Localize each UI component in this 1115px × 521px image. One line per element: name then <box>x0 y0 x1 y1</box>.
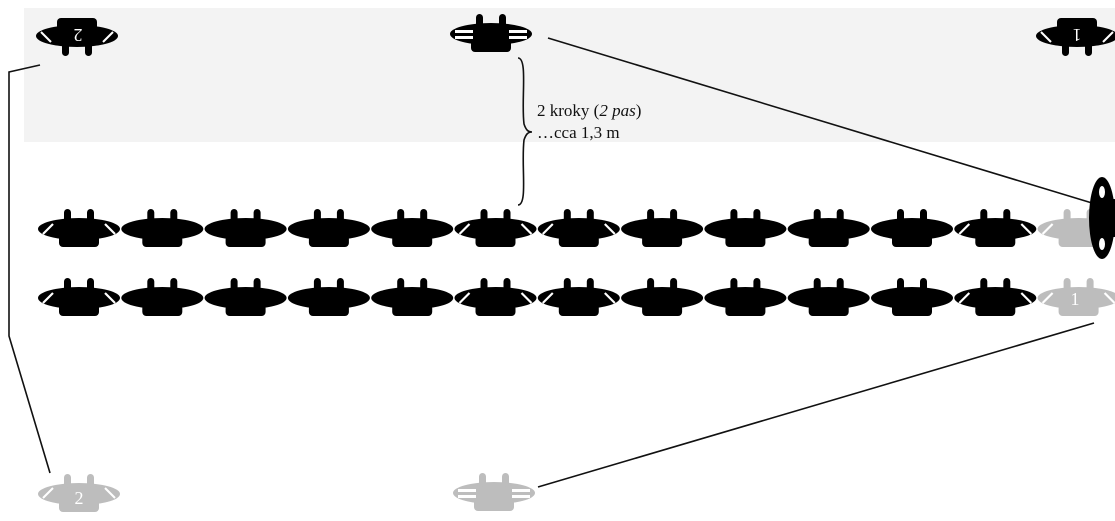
dancer <box>38 278 120 316</box>
dancer-row-1 <box>38 209 1115 247</box>
dancer <box>204 278 287 316</box>
dancer <box>454 209 537 247</box>
left-line <box>8 64 51 474</box>
dancer <box>704 209 787 247</box>
dancer <box>287 209 370 247</box>
dancer-top-right <box>1036 18 1115 56</box>
dancer-light <box>1037 278 1115 316</box>
brace <box>517 57 533 206</box>
dancer <box>204 209 287 247</box>
background-band <box>24 8 1115 142</box>
dancer-bottom-center <box>453 473 535 511</box>
top-line <box>547 37 1093 204</box>
bottom-line <box>537 322 1095 488</box>
dancer <box>121 209 204 247</box>
dancer <box>621 209 704 247</box>
dancer-top-left <box>36 18 118 56</box>
dancer <box>371 209 454 247</box>
dancer <box>954 209 1037 247</box>
dancer <box>621 278 704 316</box>
dancer-row-2 <box>38 278 1115 316</box>
annotation-line-2: …cca 1,3 m <box>537 123 620 142</box>
dancer <box>787 278 870 316</box>
distance-annotation: 2 kroky (2 pas) …cca 1,3 m <box>537 100 641 144</box>
dancer-top-center <box>450 14 532 52</box>
label-top-left: 2 <box>74 25 83 45</box>
formation-lines <box>8 37 1095 488</box>
dancer <box>954 278 1037 316</box>
label-top-right: 1 <box>1073 25 1082 45</box>
dancer <box>371 278 454 316</box>
dancer <box>537 209 620 247</box>
dancer <box>38 209 120 247</box>
dancer <box>787 209 870 247</box>
dancer <box>871 278 953 316</box>
dancer <box>704 278 787 316</box>
dancer <box>287 278 370 316</box>
label-row2-end: 1 <box>1071 289 1080 309</box>
annotation-line-1: 2 kroky (2 pas) <box>537 101 642 120</box>
label-bottom-left: 2 <box>75 488 84 508</box>
dancer <box>537 278 620 316</box>
dancer <box>454 278 537 316</box>
dancer <box>121 278 204 316</box>
dancer <box>871 209 953 247</box>
dancer-right-vertical <box>1089 177 1115 259</box>
dancer-bottom-left <box>38 474 120 512</box>
